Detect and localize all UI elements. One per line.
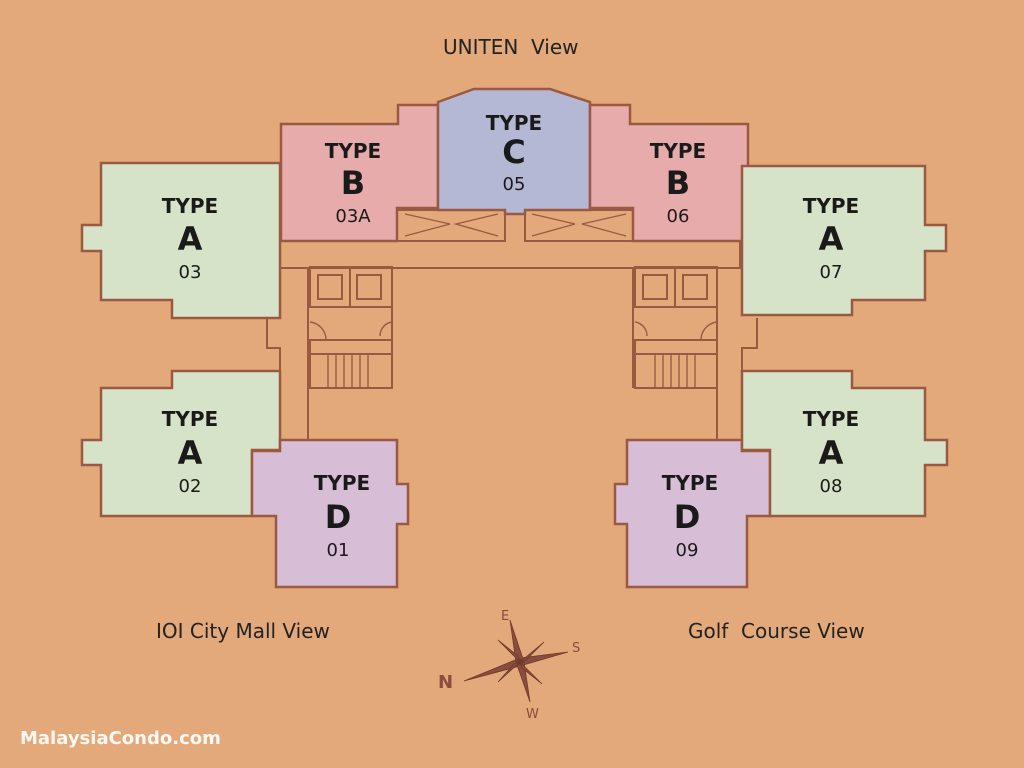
unit-03-type: A <box>178 220 203 258</box>
compass-north-label: N <box>438 672 453 693</box>
unit-09[interactable]: TYPE D 09 <box>613 438 772 589</box>
corridor-outline <box>279 240 741 269</box>
unit-07-shape <box>740 164 948 317</box>
unit-07-type: A <box>819 220 844 258</box>
compass-south-label: S <box>572 641 580 656</box>
unit-01-type-word: TYPE <box>314 471 370 495</box>
unit-03-number: 03 <box>179 262 202 283</box>
unit-09-number: 09 <box>676 540 699 561</box>
unit-07[interactable]: TYPE A 07 <box>740 164 948 317</box>
unit-07-type-word: TYPE <box>803 194 859 218</box>
left-core <box>309 266 393 389</box>
unit-03-shape <box>80 161 282 320</box>
unit-05-type-word: TYPE <box>486 111 542 135</box>
unit-08-number: 08 <box>820 476 843 497</box>
compass-rose: N E S W <box>438 609 580 722</box>
golf-course-view-label: Golf Course View <box>688 619 865 643</box>
watermark: MalaysiaCondo.com <box>20 728 221 749</box>
unit-03[interactable]: TYPE A 03 <box>80 161 282 320</box>
unit-06-number: 06 <box>667 206 690 227</box>
uniten-view-label: UNITEN View <box>443 35 579 59</box>
unit-06[interactable]: TYPE B 06 <box>588 103 750 243</box>
unit-01-shape <box>250 438 410 589</box>
unit-02-number: 02 <box>179 476 202 497</box>
unit-03a-number: 03A <box>335 206 371 227</box>
unit-03a-type-word: TYPE <box>325 139 381 163</box>
unit-02-type: A <box>178 434 203 472</box>
unit-01-number: 01 <box>327 540 350 561</box>
unit-02[interactable]: TYPE A 02 <box>80 369 282 518</box>
unit-03a-type: B <box>341 164 365 202</box>
compass-east-label: E <box>501 609 509 624</box>
unit-05[interactable]: TYPE C 05 <box>436 87 592 216</box>
right-core <box>634 266 718 389</box>
compass-west-label: W <box>526 707 539 722</box>
unit-01[interactable]: TYPE D 01 <box>250 438 410 589</box>
unit-08-shape <box>740 369 949 518</box>
unit-06-type-word: TYPE <box>650 139 706 163</box>
unit-05-number: 05 <box>503 174 526 195</box>
unit-03-type-word: TYPE <box>162 194 218 218</box>
unit-07-number: 07 <box>820 262 843 283</box>
ioi-city-mall-view-label: IOI City Mall View <box>156 619 330 643</box>
unit-08[interactable]: TYPE A 08 <box>740 369 949 518</box>
unit-02-type-word: TYPE <box>162 407 218 431</box>
unit-09-type: D <box>674 498 701 536</box>
unit-08-type: A <box>819 434 844 472</box>
unit-09-type-word: TYPE <box>662 471 718 495</box>
unit-01-type: D <box>325 498 352 536</box>
unit-03a[interactable]: TYPE B 03A <box>279 103 440 243</box>
unit-05-shape <box>436 87 592 216</box>
unit-05-type: C <box>502 133 525 171</box>
unit-08-type-word: TYPE <box>803 407 859 431</box>
unit-06-type: B <box>666 164 690 202</box>
